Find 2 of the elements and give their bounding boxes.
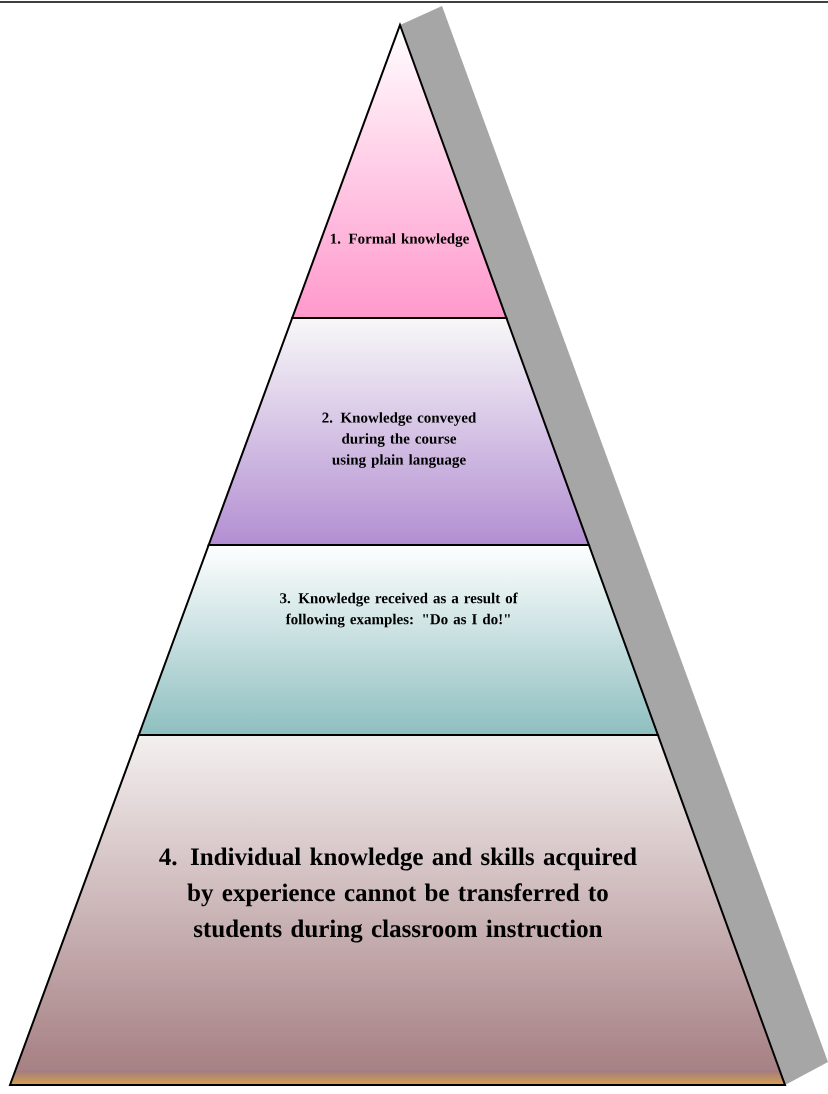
pyramid-band: 3. Knowledge received as a result of following examples: "Do as I do!" (137, 544, 660, 736)
pyramid-band: 2. Knowledge conveyed during the course using plain language (207, 317, 591, 546)
